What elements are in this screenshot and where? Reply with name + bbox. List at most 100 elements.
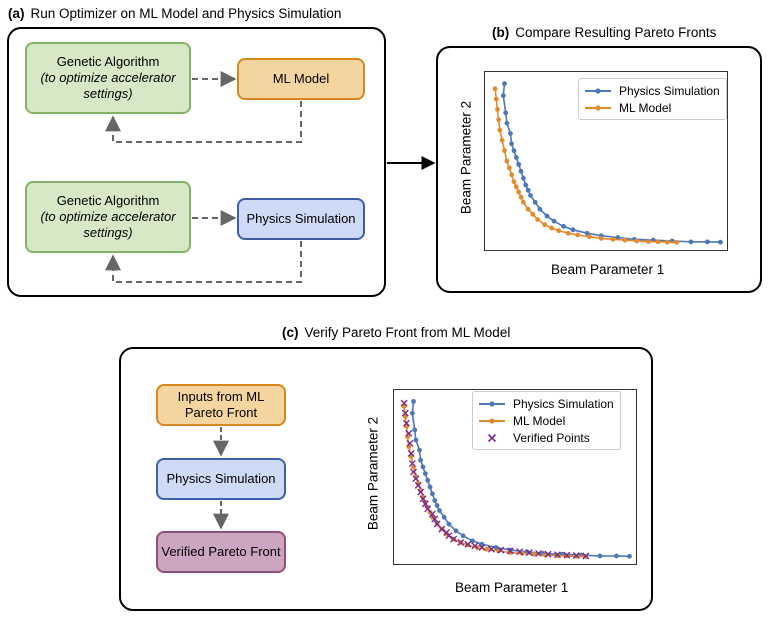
chart-b-series-0-point-2 (503, 110, 509, 116)
ga-top-node[interactable]: Genetic Algorithm (to optimize accelerat… (25, 42, 191, 114)
chart-c-series-2-point-31 (544, 550, 552, 558)
chart-c-series-0-point-20 (493, 545, 499, 550)
chart-b-series-1-point-1 (493, 96, 499, 102)
ml-model-node[interactable]: ML Model (237, 58, 365, 100)
chart-b-series-0-point-10 (521, 175, 526, 181)
chart-c-series-0-point-8 (425, 477, 431, 483)
pareto-chart-b (484, 71, 728, 251)
chart-b-series-1-point-19 (549, 225, 555, 231)
chart-b-series-0-point-8 (516, 162, 522, 167)
chart-b-series-1-point-0 (492, 86, 498, 92)
legend-c-physics-marker (479, 400, 505, 407)
chart-b-series-0-point-0 (502, 81, 507, 86)
chart-b-series-1-point-31 (674, 239, 680, 245)
chart-c-series-0-point-7 (422, 471, 428, 477)
chart-c-ylabel: Beam Parameter 2 (365, 416, 381, 531)
ga-bottom-sublabel: (to optimize accelerator settings) (40, 209, 176, 240)
chart-b-series-0-point-19 (570, 227, 576, 233)
verified-front-node[interactable]: Verified Pareto Front (156, 531, 286, 573)
chart-c-series-2-point-0 (400, 399, 408, 407)
chart-b-series-1-point-23 (587, 234, 592, 240)
chart-c-series-2-point-4 (406, 439, 414, 447)
chart-c-series-0-point-9 (427, 484, 433, 490)
legend-b: Physics Simulation ML Model (578, 78, 727, 120)
legend-b-physics-marker (585, 87, 611, 94)
legend-c-ml-label: ML Model (513, 413, 566, 428)
chart-c-series-2-point-10 (417, 488, 425, 496)
chart-b-series-1-point-22 (575, 232, 581, 238)
chart-b-series-1-point-12 (516, 189, 522, 195)
chart-c-series-0-point-0 (411, 399, 416, 404)
chart-b-series-1-point-30 (664, 239, 670, 245)
legend-c-physics-label: Physics Simulation (513, 396, 614, 411)
panel-a-text: Run Optimizer on ML Model and Physics Si… (30, 6, 342, 21)
physics-sim-node[interactable]: Physics Simulation (237, 198, 365, 240)
chart-b-series-1-point-21 (565, 230, 571, 236)
legend-b-ml: ML Model (585, 99, 720, 116)
chart-b-series-0-point-28 (718, 239, 723, 245)
chart-b-series-1-point-6 (502, 148, 507, 154)
chart-c-series-0-point-14 (441, 514, 447, 520)
chart-b-series-1-point-8 (506, 165, 512, 171)
legend-b-physics: Physics Simulation (585, 82, 720, 99)
legend-c-verified: Verified Points (479, 429, 614, 446)
chart-b-xlabel: Beam Parameter 1 (551, 262, 665, 277)
chart-b-series-0-point-26 (688, 239, 694, 245)
chart-b-series-0-point-14 (532, 199, 538, 205)
chart-c-series-2-point-1 (401, 409, 409, 417)
ga-bottom-node[interactable]: Genetic Algorithm (to optimize accelerat… (25, 181, 191, 253)
legend-c-ml-marker (479, 417, 505, 424)
chart-b-series-1-point-16 (530, 211, 536, 217)
inputs-ml-label: Inputs from ML Pareto Front (177, 389, 265, 420)
chart-b-series-1-point-20 (556, 228, 562, 234)
verified-front-label: Verified Pareto Front (161, 544, 281, 559)
legend-b-physics-label: Physics Simulation (619, 83, 720, 98)
chart-c-series-2-point-3 (405, 429, 413, 437)
physics-sim-label: Physics Simulation (246, 211, 356, 226)
chart-c-series-2-point-9 (414, 481, 422, 489)
chart-c-series-2-point-18 (443, 528, 451, 536)
chart-c-series-0-point-16 (453, 528, 459, 534)
chart-b-series-0-point-27 (705, 239, 710, 245)
chart-c-series-2-point-33 (563, 551, 571, 559)
chart-b-series-1-point-18 (542, 222, 548, 228)
chart-c-series-2-point-27 (506, 547, 514, 555)
physics-sim-c-node[interactable]: Physics Simulation (156, 458, 286, 500)
physics-sim-c-label: Physics Simulation (166, 471, 276, 486)
chart-c-series-0-point-15 (446, 521, 452, 527)
chart-c-series-0-point-17 (460, 533, 466, 539)
chart-c-series-0-point-26 (597, 553, 603, 559)
chart-b-series-0-point-20 (584, 230, 590, 236)
chart-c-series-2-point-28 (516, 548, 524, 556)
chart-b-series-1-point-2 (495, 107, 500, 112)
chart-c-series-0-point-12 (434, 503, 440, 508)
chart-c-series-2-point-29 (525, 549, 533, 557)
ga-top-label: Genetic Algorithm (56, 54, 160, 69)
chart-b-series-0-point-6 (511, 148, 517, 154)
legend-c-verified-marker (487, 433, 497, 442)
ga-bottom-label: Genetic Algorithm (56, 193, 160, 208)
chart-c-series-2-point-6 (408, 460, 416, 468)
chart-b-ylabel: Beam Parameter 2 (458, 100, 474, 215)
chart-b-series-1-point-4 (497, 127, 503, 133)
chart-b-series-1-point-13 (518, 194, 524, 200)
chart-b-series-1-point-9 (509, 172, 514, 178)
chart-b-series-1-point-14 (521, 199, 526, 205)
chart-c-frame (393, 389, 637, 565)
legend-b-ml-label: ML Model (619, 100, 672, 115)
chart-c-series-0-point-27 (614, 553, 619, 559)
chart-b-series-0-point-5 (509, 141, 514, 147)
chart-b-series-1-point-25 (610, 236, 616, 242)
chart-b-series-1-point-11 (513, 184, 519, 190)
chart-c-series-2-point-12 (421, 500, 429, 508)
panel-b-title: (b)Compare Resulting Pareto Fronts (492, 25, 716, 40)
chart-b-series-0-point-15 (537, 206, 543, 212)
chart-b-series-0-point-7 (513, 155, 519, 160)
chart-c-series-0-point-6 (420, 464, 426, 470)
inputs-ml-node[interactable]: Inputs from ML Pareto Front (156, 384, 286, 426)
chart-b-series-0-point-1 (500, 93, 506, 99)
chart-b-series-0-point-17 (551, 218, 557, 224)
panel-a-title: (a)Run Optimizer on ML Model and Physics… (8, 6, 341, 21)
chart-c-series-1-point-26 (531, 551, 537, 557)
chart-b-series-1-point-29 (655, 239, 661, 245)
